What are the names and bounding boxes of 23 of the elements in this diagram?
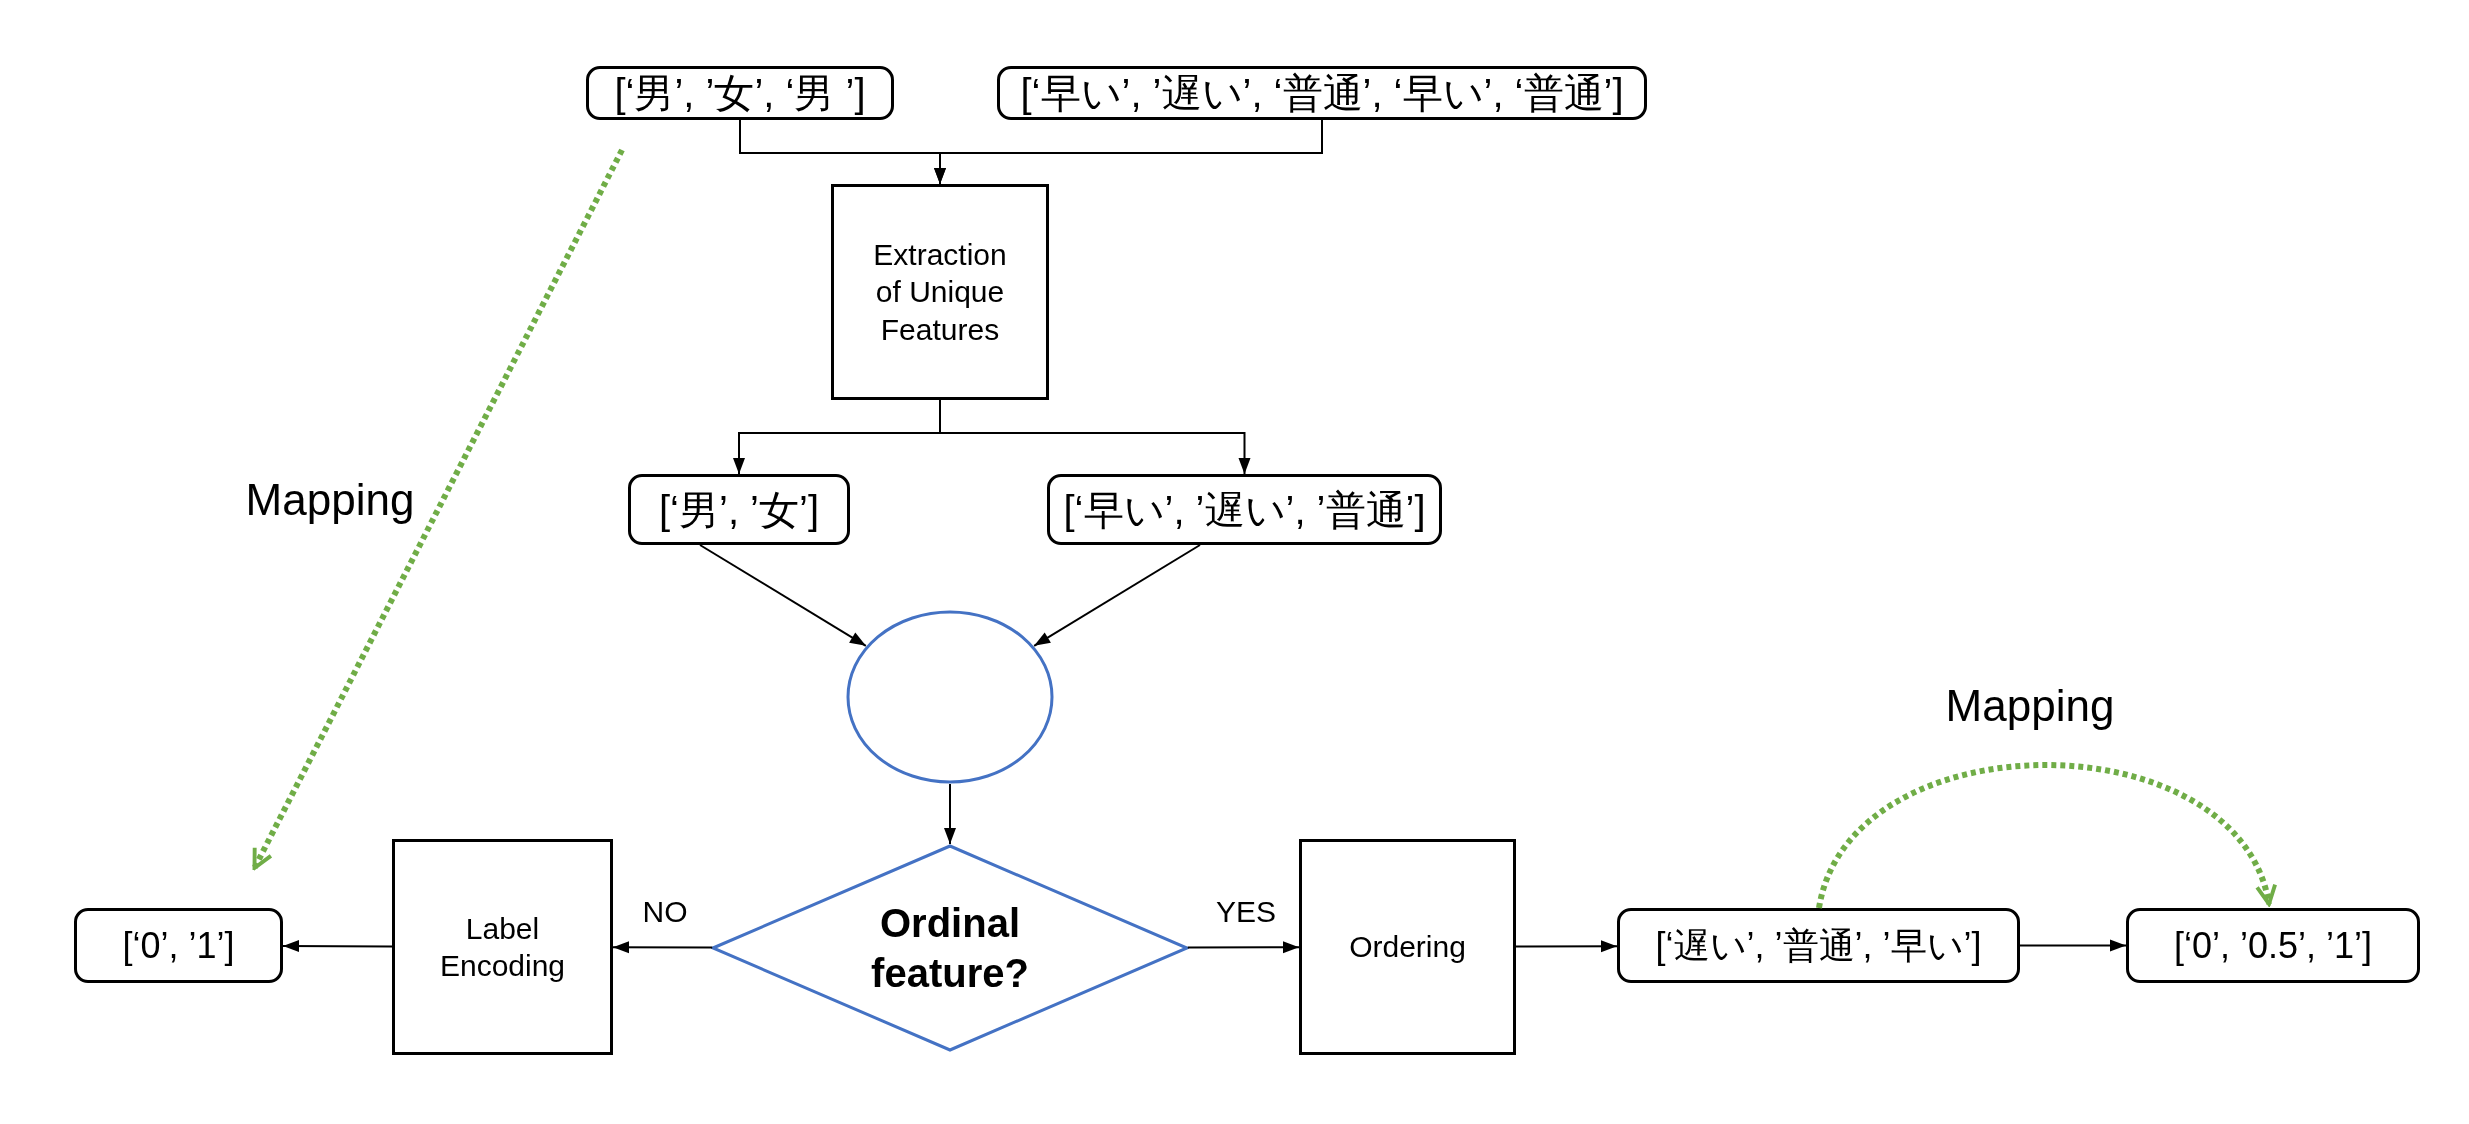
arrow bbox=[939, 399, 1251, 475]
list-box: [‘早い’, ’遅い’, ‘普通’, ‘早い’, ‘普通’] bbox=[997, 66, 1647, 120]
arrow bbox=[699, 544, 867, 647]
arrow bbox=[2019, 939, 2127, 952]
process-box: Label Encoding bbox=[392, 839, 613, 1055]
process-box: Ordering bbox=[1299, 839, 1516, 1055]
list-box: [‘遅い’, ’普通’, ’早い’] bbox=[1617, 908, 2020, 983]
arrow bbox=[282, 940, 393, 953]
list-box: [‘0’, ’0.5’, ’1’] bbox=[2126, 908, 2420, 983]
list-box: [‘男’, ’女’] bbox=[628, 474, 850, 545]
arrow bbox=[1186, 941, 1300, 954]
arrow bbox=[612, 941, 714, 954]
list-box: [‘男’, ’女’, ‘男 ’] bbox=[586, 66, 894, 120]
arrow bbox=[1515, 940, 1618, 953]
process-box: Extraction of Unique Features bbox=[831, 184, 1049, 400]
arrow bbox=[1033, 544, 1201, 647]
arrow bbox=[251, 148, 625, 870]
arrow bbox=[1816, 762, 2274, 909]
arrow bbox=[944, 783, 956, 845]
list-box: [‘0’, ’1’] bbox=[74, 908, 283, 983]
decision-diamond: Ordinal feature? bbox=[711, 844, 1189, 1052]
list-box: [‘早い’, ’遅い’, ’普通’] bbox=[1047, 474, 1442, 545]
process-circle bbox=[846, 610, 1054, 784]
